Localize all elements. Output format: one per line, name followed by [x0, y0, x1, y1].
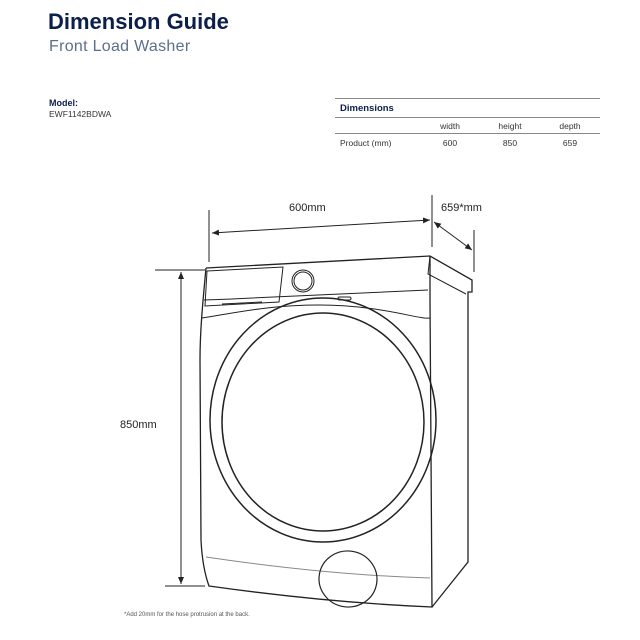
column-header-height: height	[498, 121, 522, 131]
depth-label: 659*mm	[441, 202, 482, 214]
column-header-depth: depth	[559, 121, 581, 131]
divider	[335, 117, 600, 118]
program-knob-icon	[291, 269, 315, 293]
divider	[335, 133, 600, 134]
page-title: Dimension Guide	[48, 9, 229, 34]
page-subtitle: Front Load Washer	[49, 38, 191, 55]
panel-line	[203, 289, 429, 301]
depth-arrow	[433, 221, 473, 251]
column-header-width: width	[440, 121, 460, 131]
width-label: 600mm	[289, 202, 326, 214]
row-label: Product (mm)	[340, 138, 392, 148]
washer-front	[199, 256, 433, 608]
door-inner	[221, 312, 425, 532]
detergent-drawer	[204, 266, 284, 307]
door-outer	[209, 297, 437, 543]
height-label: 850mm	[120, 419, 157, 431]
cell-height: 850	[502, 138, 518, 148]
model-value: EWF1142BDWA	[49, 109, 112, 119]
filter-cover	[318, 550, 378, 608]
cell-width: 600	[442, 138, 458, 148]
divider	[335, 98, 600, 99]
cell-depth: 659	[562, 138, 578, 148]
table-title: Dimensions	[340, 103, 394, 114]
model-label: Model:	[49, 98, 78, 108]
plinth-line	[205, 556, 431, 579]
footnote: *Add 20mm for the hose protrusion at the…	[124, 612, 250, 618]
width-arrow	[211, 217, 431, 236]
